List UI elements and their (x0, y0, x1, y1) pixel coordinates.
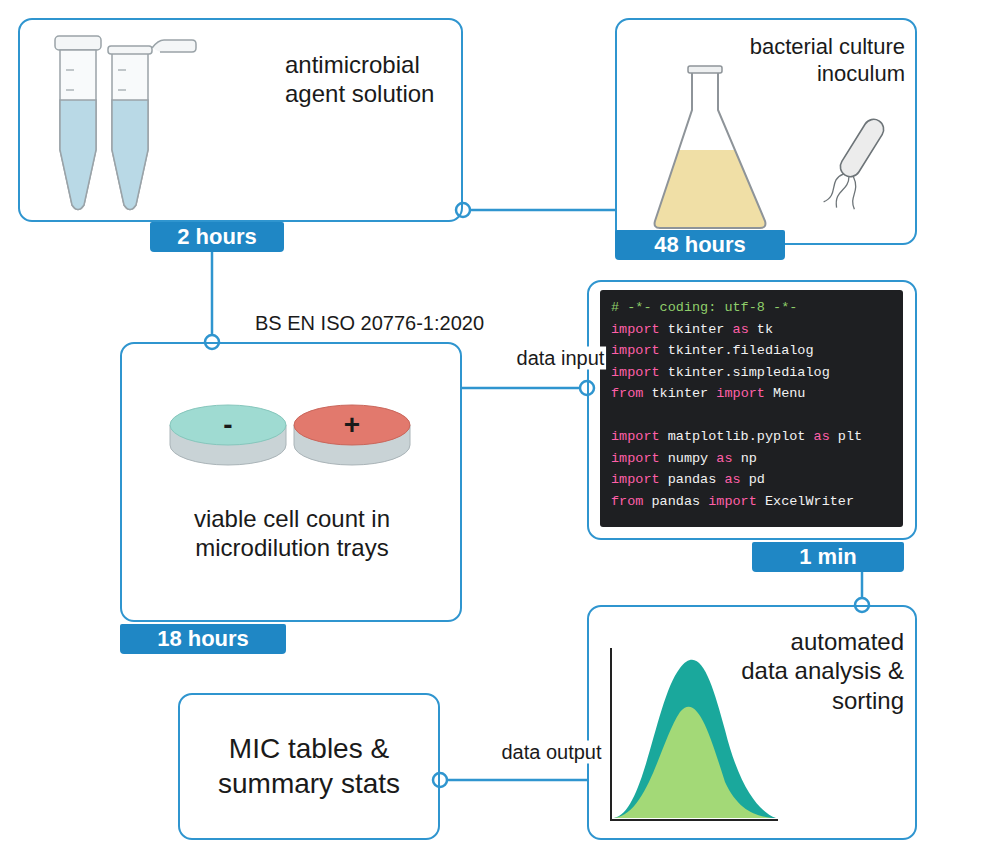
box-text: viable cell count in microdilution trays (142, 504, 442, 563)
code-box: # -*- coding: utf-8 -*- import tkinter as… (587, 280, 917, 540)
process-box: MIC tables & summary stats (178, 693, 440, 840)
sign-positive: + (342, 409, 362, 441)
flask-liquid (655, 150, 766, 228)
tube-liquid (112, 100, 148, 210)
box-text: antimicrobial agent solution (285, 50, 460, 109)
code-line: import matplotlib.pyplot as plt (611, 429, 862, 445)
flask (655, 66, 766, 228)
tube-mark (118, 69, 126, 70)
code-line: from pandas import ExcelWriter (611, 494, 854, 510)
box-text: bacterial culture inoculum (717, 34, 905, 88)
code-panel (600, 290, 903, 527)
process-box: bacterial culture inoculum48 hours (615, 18, 917, 245)
flagellum (823, 172, 845, 203)
connector-joint (433, 773, 447, 787)
tube-body (112, 52, 148, 210)
duration-tab: 2 hours (150, 222, 284, 252)
dish-top (170, 405, 286, 445)
process-box: viable cell count in microdilution trays… (120, 342, 462, 622)
tube-rim (108, 46, 152, 54)
connector-line (211, 252, 214, 342)
duration-tab: 18 hours (120, 624, 286, 654)
curve-inner (614, 707, 772, 818)
flask-rim (688, 66, 722, 73)
bacterium-body (837, 116, 888, 181)
code-line: import pandas as pd (611, 472, 765, 488)
sign-negative: - (221, 409, 234, 441)
tube-body (60, 50, 96, 210)
standard-label: BS EN ISO 20776-1:2020 (253, 312, 486, 335)
connector-line (463, 209, 615, 212)
box-text: MIC tables & summary stats (190, 732, 428, 800)
tube-mark (66, 89, 74, 90)
petri-dish-positive (294, 405, 410, 465)
code-line: import tkinter.filedialog (611, 343, 814, 359)
bacterium (819, 116, 901, 218)
tube-lid (152, 40, 196, 52)
flagellum (831, 176, 854, 207)
connector-line (462, 387, 587, 390)
code-line: import tkinter as tk (611, 322, 773, 338)
tube-closed (55, 36, 101, 210)
edge-label: data output (499, 741, 603, 764)
box-text: automated data analysis & sorting (739, 627, 904, 715)
code-line: # -*- coding: utf-8 -*- (611, 300, 797, 316)
tube-liquid (60, 100, 96, 210)
tube-mark (118, 89, 126, 90)
connector-joint (456, 203, 470, 217)
petri-dish-negative (170, 405, 286, 465)
connector-line (440, 779, 587, 782)
code-line: import tkinter.simpledialog (611, 365, 830, 381)
code-line: import numpy as np (611, 451, 757, 467)
tube-cap (55, 36, 101, 50)
dish-top (294, 405, 410, 445)
flask-outline (655, 72, 766, 228)
tube-mark (66, 69, 74, 70)
code-line: from tkinter import Menu (611, 386, 805, 402)
edge-label: data input (515, 347, 607, 370)
process-box: antimicrobial agent solution2 hours (18, 18, 463, 222)
flagellum (839, 177, 869, 209)
process-box: automated data analysis & sorting (587, 605, 917, 840)
tube-open (108, 40, 196, 210)
duration-tab: 1 min (752, 542, 904, 572)
duration-tab: 48 hours (615, 230, 785, 260)
